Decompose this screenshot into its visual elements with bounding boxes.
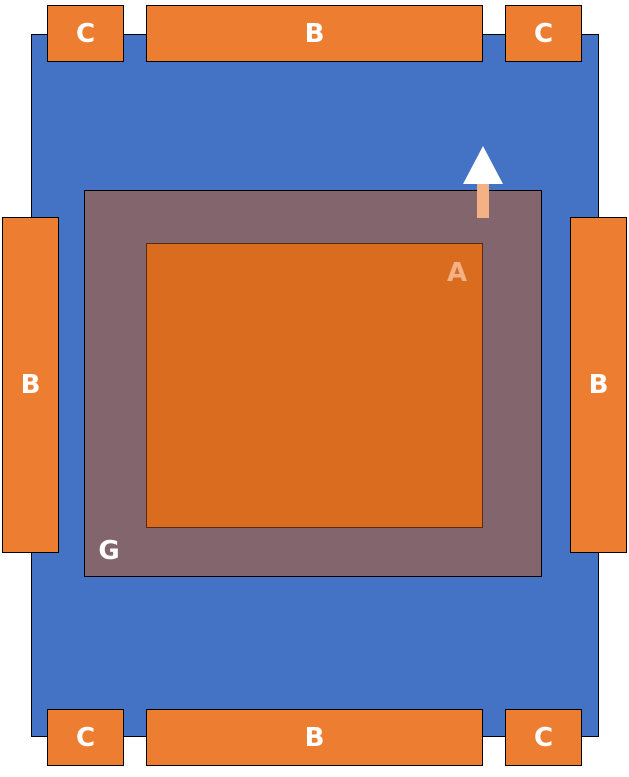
pad-left: B <box>2 217 59 553</box>
arrow-head <box>463 146 503 184</box>
chip-label-text: A <box>446 258 468 288</box>
pad-corner-top-left: C <box>47 5 124 62</box>
pad-right-label: B <box>588 370 609 400</box>
guard-band-label: G <box>84 533 134 569</box>
pad-corner-bottom-right-label: C <box>533 722 554 753</box>
chip-label: A <box>432 255 482 291</box>
arrow-up-icon <box>463 146 503 218</box>
pad-bottom-label: B <box>304 722 325 753</box>
pad-corner-bottom-left-label: C <box>75 722 96 753</box>
chip-region <box>146 243 483 528</box>
pad-left-label: B <box>20 370 41 400</box>
pad-corner-bottom-right: C <box>505 709 582 766</box>
pad-corner-top-right-label: C <box>533 18 554 49</box>
arrow-shaft <box>477 182 489 218</box>
pad-right: B <box>570 217 627 553</box>
pad-corner-top-right: C <box>505 5 582 62</box>
pad-top-label: B <box>304 18 325 49</box>
pad-bottom: B <box>146 709 483 766</box>
pad-corner-bottom-left: C <box>47 709 124 766</box>
pad-corner-top-left-label: C <box>75 18 96 49</box>
pad-top: B <box>146 5 483 62</box>
guard-band-label-text: G <box>98 536 120 566</box>
